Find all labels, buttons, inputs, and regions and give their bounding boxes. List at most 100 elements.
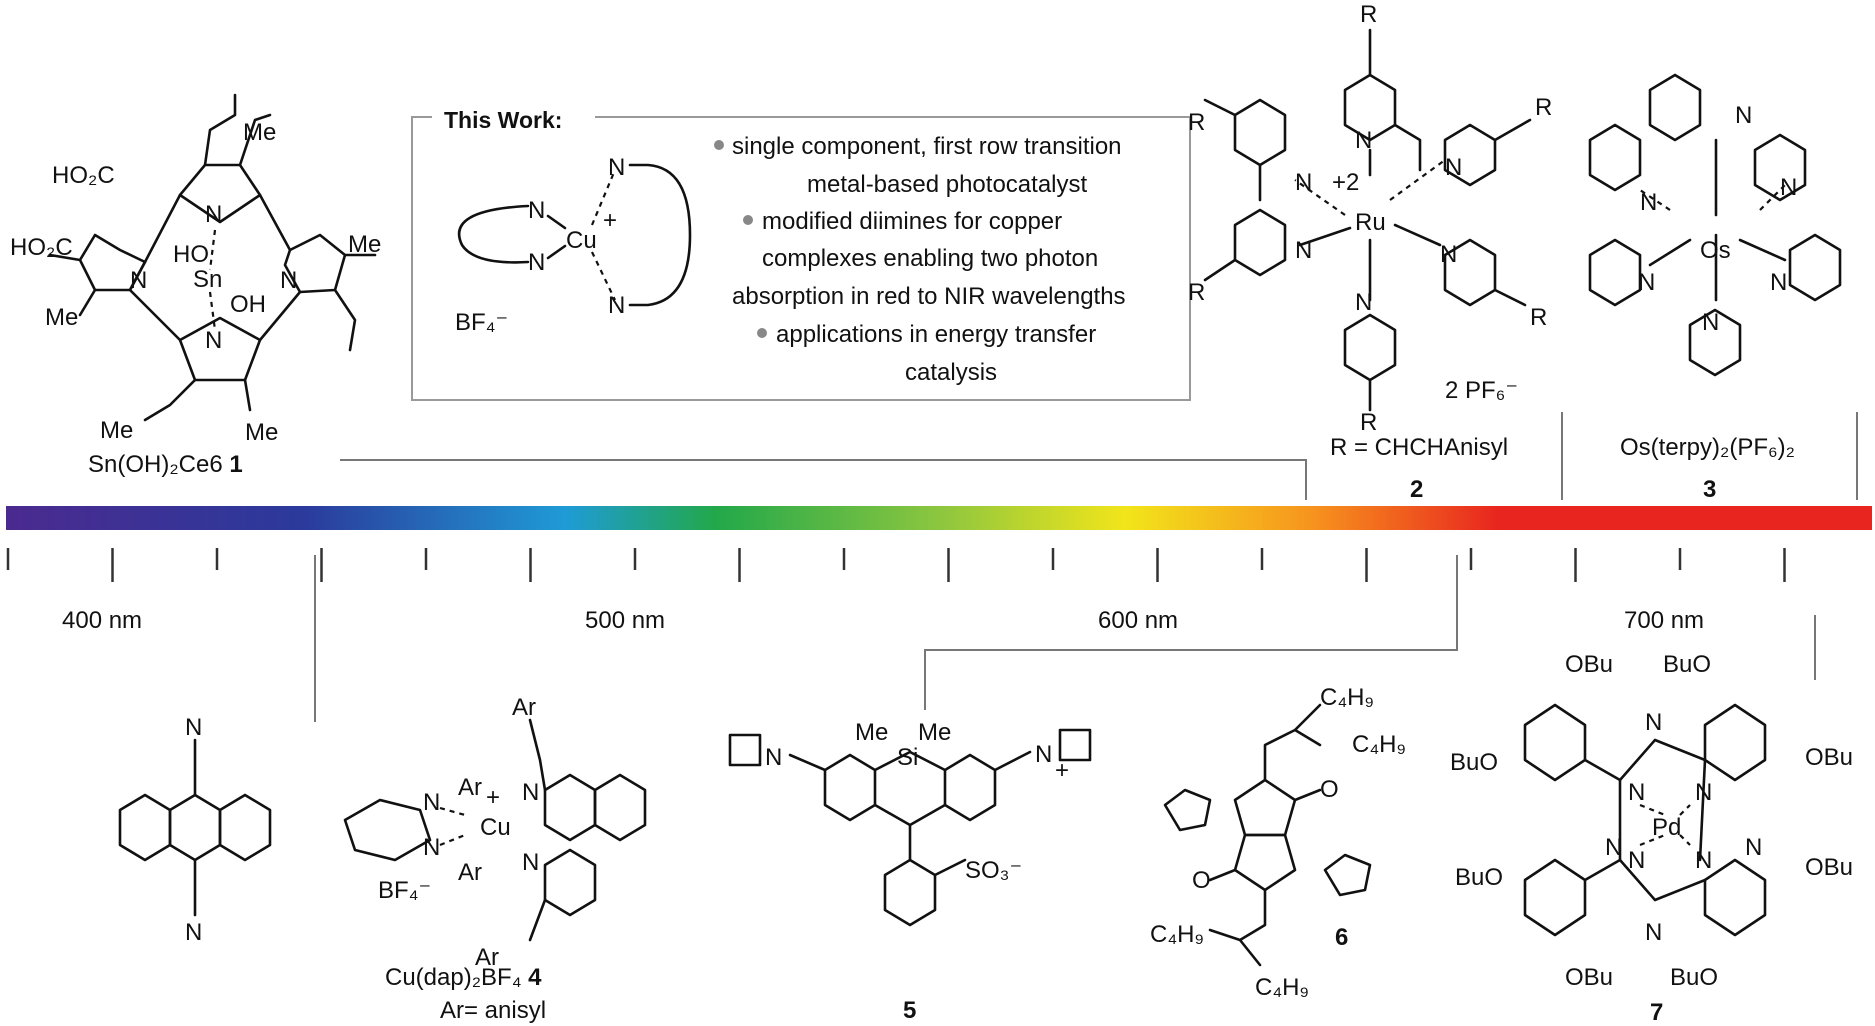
compound-2-R-top: R xyxy=(1360,1,1377,28)
compound-3-metal: Os xyxy=(1700,237,1731,264)
compound-7-structure: N N N N N N N N Pd OBu BuO BuO OBu BuO O… xyxy=(1450,651,1853,991)
svg-text:Me: Me xyxy=(348,231,381,258)
svg-text:N: N xyxy=(1355,127,1372,154)
compound-2-R-bottom: R xyxy=(1360,409,1377,436)
svg-text:+: + xyxy=(486,784,500,811)
svg-text:N: N xyxy=(185,919,202,946)
svg-text:N: N xyxy=(205,327,222,354)
bullet-2: modified diimines for copper xyxy=(762,208,1062,235)
svg-text:N: N xyxy=(1645,919,1662,946)
bullet-3b: catalysis xyxy=(905,359,997,386)
compound-3-number: 3 xyxy=(1703,476,1716,503)
svg-text:N: N xyxy=(205,201,222,228)
svg-text:O: O xyxy=(1192,867,1211,894)
compound-3-name: Os(terpy)₂(PF₆)₂ xyxy=(1620,434,1795,461)
svg-text:N: N xyxy=(1295,169,1312,196)
compound-4-ar-2: Ar xyxy=(458,774,482,801)
svg-text:N: N xyxy=(280,267,297,294)
bullet-2c: absorption in red to NIR wavelengths xyxy=(732,283,1126,310)
svg-text:N: N xyxy=(423,789,440,816)
compound-4-counterion: BF₄⁻ xyxy=(378,877,431,904)
box-counterion: BF₄⁻ xyxy=(455,309,508,336)
svg-text:N: N xyxy=(608,292,625,319)
bullet-1b: metal-based photocatalyst xyxy=(807,171,1087,198)
svg-text:N: N xyxy=(1695,779,1712,806)
compound-7-obu-bl2: OBu xyxy=(1565,964,1613,991)
svg-text:N: N xyxy=(1745,834,1762,861)
svg-text:N: N xyxy=(528,197,545,224)
compound-2-counterion: 2 PF₆⁻ xyxy=(1445,377,1518,404)
svg-text:N: N xyxy=(1440,241,1457,268)
svg-text:N: N xyxy=(1640,189,1657,216)
box-title: This Work: xyxy=(444,107,562,133)
svg-text:N: N xyxy=(608,154,625,181)
compound-7-buo-tr: BuO xyxy=(1663,651,1711,678)
svg-text:O: O xyxy=(1320,776,1339,803)
bullet-1: single component, first row transition xyxy=(732,133,1122,160)
compound-7-obu-br: OBu xyxy=(1805,854,1853,881)
svg-text:N: N xyxy=(522,779,539,806)
tick-label-500: 500 nm xyxy=(585,607,665,634)
box-metal: Cu xyxy=(566,227,597,254)
svg-text:HO₂C: HO₂C xyxy=(52,162,115,189)
compound-5-me-right: Me xyxy=(918,719,951,746)
compound-1-structure: HO₂C Me HO₂C Me Me N N N N HO Sn OH Me M… xyxy=(10,93,381,446)
compound-5-so3: SO₃⁻ xyxy=(965,857,1022,884)
compound-4-ar-1: Ar xyxy=(512,694,536,721)
svg-text:N: N xyxy=(1628,779,1645,806)
compound-2-name: R = CHCHAnisyl xyxy=(1330,434,1508,461)
compound-4-note: Ar= anisyl xyxy=(440,997,546,1024)
svg-text:N: N xyxy=(1295,237,1312,264)
tick-label-600: 600 nm xyxy=(1098,607,1178,634)
svg-text:N: N xyxy=(423,834,440,861)
svg-text:N: N xyxy=(765,744,782,771)
svg-text:N: N xyxy=(1605,834,1622,861)
svg-text:Me: Me xyxy=(245,419,278,446)
svg-text:N: N xyxy=(185,714,202,741)
spectrum-ticks xyxy=(6,548,1786,582)
svg-text:Me: Me xyxy=(45,304,78,331)
connector-lines xyxy=(314,412,1858,722)
compound-4-ar-3: Ar xyxy=(458,859,482,886)
compound-2-R-right: R xyxy=(1535,94,1552,121)
compound-2-R-br: R xyxy=(1530,304,1547,331)
compound-4-ar-4: Ar xyxy=(475,944,499,971)
compound-2-R-left: R xyxy=(1188,109,1205,136)
svg-text:N: N xyxy=(1780,174,1797,201)
svg-text:N: N xyxy=(1035,741,1052,768)
compound-7-buo-ml: BuO xyxy=(1450,749,1498,776)
compound-2-R-bl: R xyxy=(1188,279,1205,306)
svg-text:N: N xyxy=(1638,269,1655,296)
compound-6-alkyl-4: C₄H₉ xyxy=(1255,974,1309,1001)
tick-label-400: 400 nm xyxy=(62,607,142,634)
svg-text:OH: OH xyxy=(230,291,266,318)
svg-text:N: N xyxy=(1770,269,1787,296)
svg-text:N: N xyxy=(1645,709,1662,736)
compound-7-number: 7 xyxy=(1650,999,1663,1026)
compound-5-structure: N N + Si Me Me SO₃⁻ xyxy=(728,719,1092,927)
compound-2-structure: R R R R R R N N N N N N Ru +2 2 PF₆⁻ xyxy=(1188,1,1552,436)
compound-6-alkyl-2: C₄H₉ xyxy=(1352,731,1406,758)
compound-6-structure: C₄H₉ C₄H₉ C₄H₉ C₄H₉ O O xyxy=(1150,684,1406,1001)
compound-5-si: Si xyxy=(897,744,918,771)
svg-text:+: + xyxy=(1055,757,1069,784)
compound-7-metal: Pd xyxy=(1652,814,1681,841)
compound-4-label: Cu(dap)₂BF₄ 4 xyxy=(385,964,542,991)
box-charge: + xyxy=(603,207,617,234)
svg-text:N: N xyxy=(1702,309,1719,336)
compound-7-obu-tl: OBu xyxy=(1565,651,1613,678)
this-work-box: This Work: N N Cu + N N BF₄⁻ single comp… xyxy=(411,107,1191,401)
svg-text:N: N xyxy=(1445,154,1462,181)
compound-2-metal: Ru xyxy=(1355,209,1386,236)
compound-4-structure: Ar Ar Ar Ar N N N N Cu + BF₄⁻ xyxy=(343,694,647,971)
svg-text:HO₂C: HO₂C xyxy=(10,234,73,261)
compound-6-alkyl-1: C₄H₉ xyxy=(1320,684,1374,711)
compound-7-buo-bl: BuO xyxy=(1455,864,1503,891)
bullet-3: applications in energy transfer xyxy=(776,321,1096,348)
svg-text:N: N xyxy=(1735,102,1752,129)
svg-text:N: N xyxy=(528,249,545,276)
compound-1-label: Sn(OH)₂Ce6 1 xyxy=(88,451,243,478)
dicyanoanthracene-structure: N N xyxy=(118,714,272,946)
svg-text:Me: Me xyxy=(243,119,276,146)
